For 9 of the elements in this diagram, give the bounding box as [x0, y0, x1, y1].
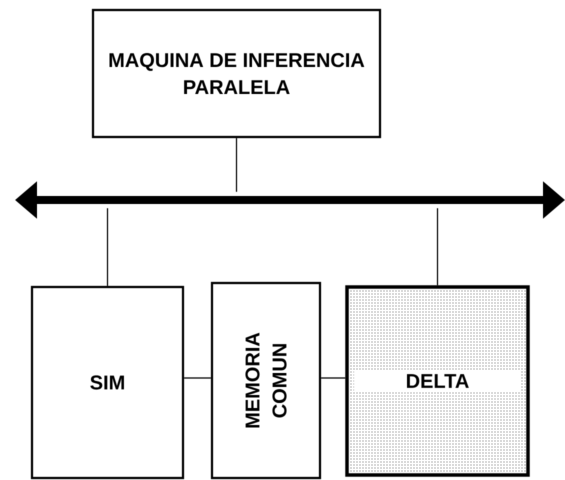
- connector-line: [321, 377, 346, 379]
- process-box: MAQUINA DE INFERENCIA PARALELA: [92, 8, 382, 138]
- process-box: SIM: [30, 286, 184, 480]
- connector-line: [436, 208, 438, 286]
- connector-line: [236, 138, 238, 192]
- process-box: MEMORIA COMUN: [210, 282, 322, 480]
- connector-line: [106, 208, 108, 286]
- connector-line: [184, 377, 211, 379]
- process-box: DELTA: [345, 285, 530, 477]
